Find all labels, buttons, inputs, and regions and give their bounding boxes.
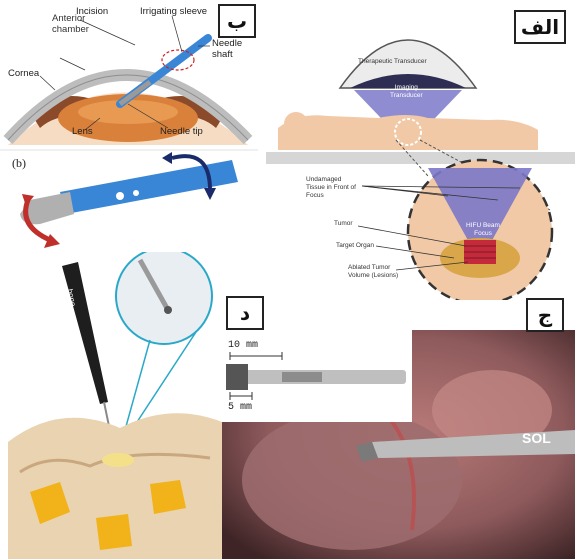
panel-spine: bone xyxy=(0,252,222,559)
label-needle-tip: Needle tip xyxy=(160,126,203,137)
label-incision: Incision xyxy=(76,6,108,17)
label-hifu-focus: HIFU Beam Focus xyxy=(466,222,500,238)
label-target-organ: Target Organ xyxy=(336,242,374,249)
label-undamaged-tissue: Undamaged Tissue in Front of Focus xyxy=(306,176,356,200)
label-ablated-tumor: Ablated Tumor Volume (Lesions) xyxy=(348,264,398,280)
instrument-brand-text: SOL xyxy=(522,430,551,446)
panel-tag-jim: ج xyxy=(526,298,564,332)
panel-hifu: Therapeutic Transducer Imaging Transduce… xyxy=(258,0,575,300)
label-needle-shaft: Needle shaft xyxy=(212,38,242,60)
label-cornea: Cornea xyxy=(8,68,39,79)
label-therapeutic-transducer: Therapeutic Transducer xyxy=(358,58,427,65)
label-irrigating-sleeve: Irrigating sleeve xyxy=(140,6,207,17)
scale-label-5mm: 5 mm xyxy=(228,402,252,413)
label-sub-b: (b) xyxy=(12,156,26,171)
panel-tag-b: ب xyxy=(218,4,256,38)
scale-label-10mm: 10 mm xyxy=(228,340,258,351)
disc-2 xyxy=(150,480,186,514)
label-imaging-transducer: Imaging Transducer xyxy=(390,84,423,100)
panel-cataract: Anterior chamber Incision Irrigating sle… xyxy=(0,0,258,252)
label-tumor: Tumor xyxy=(334,220,353,227)
panel-tag-dal: د xyxy=(226,296,264,330)
treatment-table xyxy=(266,152,575,164)
spine-illustration xyxy=(0,252,222,559)
disc-3 xyxy=(96,514,132,550)
hifu-illustration xyxy=(258,0,575,300)
panel-endoscopy: 10 mm 5 mm SOL xyxy=(222,330,575,559)
panel-tag-alef: الف xyxy=(514,10,566,44)
label-lens: Lens xyxy=(72,126,93,137)
injection-site xyxy=(102,453,134,467)
